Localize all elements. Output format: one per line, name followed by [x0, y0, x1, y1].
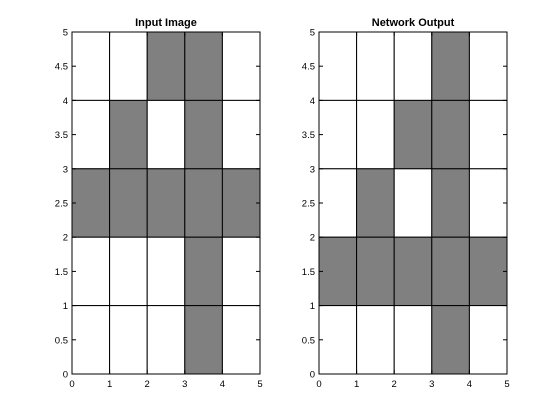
cell-r1-c4 [184, 31, 223, 101]
cell-r2-c1 [318, 99, 358, 170]
cell-r4-c2 [356, 236, 395, 307]
x-tick-label: 2 [145, 379, 150, 390]
x-tick-label: 4 [467, 379, 472, 390]
cell-r1-c1 [71, 31, 111, 101]
cell-r1-c3 [146, 31, 186, 101]
cell-r5-c4 [184, 305, 223, 375]
cell-r3-c3 [393, 168, 433, 238]
y-ticks-input-image: 0 0.5 1 1.5 2 2.5 3 3.5 4 4.5 5 [55, 28, 260, 381]
cell-r5-c4 [431, 305, 470, 375]
cell-r1-c4 [431, 31, 470, 101]
y-tick-label: 2 [63, 233, 68, 244]
cell-r4-c4 [184, 236, 223, 307]
cell-r3-c5 [468, 168, 508, 238]
cell-r2-c2 [109, 99, 148, 170]
y-tick-label: 4.5 [55, 62, 68, 73]
cell-r5-c5 [221, 305, 261, 375]
y-tick-label: 1 [310, 301, 315, 312]
x-ticks-network-output: 0 1 2 3 4 5 [316, 32, 510, 390]
cell-r3-c4 [184, 168, 223, 238]
cell-r5-c3 [393, 305, 433, 375]
cell-r4-c1 [318, 236, 358, 307]
x-tick-label: 5 [257, 379, 262, 390]
y-tick-label: 2 [310, 233, 315, 244]
cell-r1-c2 [356, 31, 395, 101]
cell-r3-c1 [318, 168, 358, 238]
cell-r5-c1 [318, 305, 358, 375]
cell-r2-c2 [356, 99, 395, 170]
cell-r2-c5 [468, 99, 508, 170]
cell-r2-c3 [146, 99, 186, 170]
cell-r1-c3 [393, 31, 433, 101]
cell-r5-c3 [146, 305, 186, 375]
y-tick-label: 1.5 [302, 267, 315, 278]
y-tick-label: 3 [310, 164, 315, 175]
cell-r4-c3 [393, 236, 433, 307]
x-tick-label: 4 [220, 379, 225, 390]
cell-r4-c1 [71, 236, 111, 307]
y-tick-label: 3 [63, 164, 68, 175]
cell-r1-c5 [468, 31, 508, 101]
panel-title-network-output: Network Output [372, 17, 455, 29]
x-tick-label: 3 [429, 379, 434, 390]
y-tick-label: 0.5 [55, 335, 68, 346]
cell-r3-c1 [71, 168, 111, 238]
x-tick-label: 1 [354, 379, 359, 390]
cell-r2-c1 [71, 99, 111, 170]
cell-r1-c2 [109, 31, 148, 101]
y-tick-label: 3.5 [55, 130, 68, 141]
cell-r2-c5 [221, 99, 261, 170]
cell-r3-c2 [109, 168, 148, 238]
y-tick-label: 5 [63, 28, 68, 39]
cell-r2-c3 [393, 99, 433, 170]
cell-r4-c5 [221, 236, 261, 307]
x-tick-label: 0 [316, 379, 321, 390]
y-tick-label: 0 [63, 370, 68, 381]
y-tick-label: 4 [310, 96, 315, 107]
panel-title-input-image: Input Image [135, 17, 197, 29]
cell-r2-c4 [431, 99, 470, 170]
cell-r4-c5 [468, 236, 508, 307]
y-tick-label: 1.5 [55, 267, 68, 278]
cells-network-output [318, 31, 508, 375]
x-tick-label: 0 [69, 379, 74, 390]
y-tick-label: 2.5 [55, 199, 68, 210]
x-ticks-input-image: 0 1 2 3 4 5 [69, 32, 263, 390]
y-tick-label: 0.5 [302, 335, 315, 346]
cell-r1-c5 [221, 31, 261, 101]
y-tick-label: 1 [63, 301, 68, 312]
y-tick-label: 4.5 [302, 62, 315, 73]
cell-r5-c1 [71, 305, 111, 375]
x-tick-label: 2 [392, 379, 397, 390]
cell-r4-c3 [146, 236, 186, 307]
cell-r5-c5 [468, 305, 508, 375]
y-tick-label: 5 [310, 28, 315, 39]
cell-r3-c5 [221, 168, 261, 238]
cell-r4-c2 [109, 236, 148, 307]
cell-r4-c4 [431, 236, 470, 307]
y-tick-label: 3.5 [302, 130, 315, 141]
cell-r1-c1 [318, 31, 358, 101]
x-tick-label: 1 [107, 379, 112, 390]
y-ticks-network-output: 0 0.5 1 1.5 2 2.5 3 3.5 4 4.5 5 [302, 28, 507, 381]
y-tick-label: 2.5 [302, 199, 315, 210]
x-tick-label: 5 [504, 379, 509, 390]
cell-r5-c2 [356, 305, 395, 375]
panel-input-image: Input Image 0 1 2 3 4 5 0 0.5 1 1.5 2 2.5 3 3.5 4 4.5 5 [55, 17, 263, 390]
y-tick-label: 4 [63, 96, 68, 107]
cell-r2-c4 [184, 99, 223, 170]
x-tick-label: 3 [182, 379, 187, 390]
cell-r3-c3 [146, 168, 186, 238]
y-tick-label: 0 [310, 370, 315, 381]
panel-network-output: Network Output 0 1 2 3 4 5 0 0.5 1 1.5 2 2.5 3 3.5 4 4… [302, 17, 510, 390]
cell-r5-c2 [109, 305, 148, 375]
cell-r3-c2 [356, 168, 395, 238]
cells-input-image [71, 31, 261, 375]
cell-r3-c4 [431, 168, 470, 238]
